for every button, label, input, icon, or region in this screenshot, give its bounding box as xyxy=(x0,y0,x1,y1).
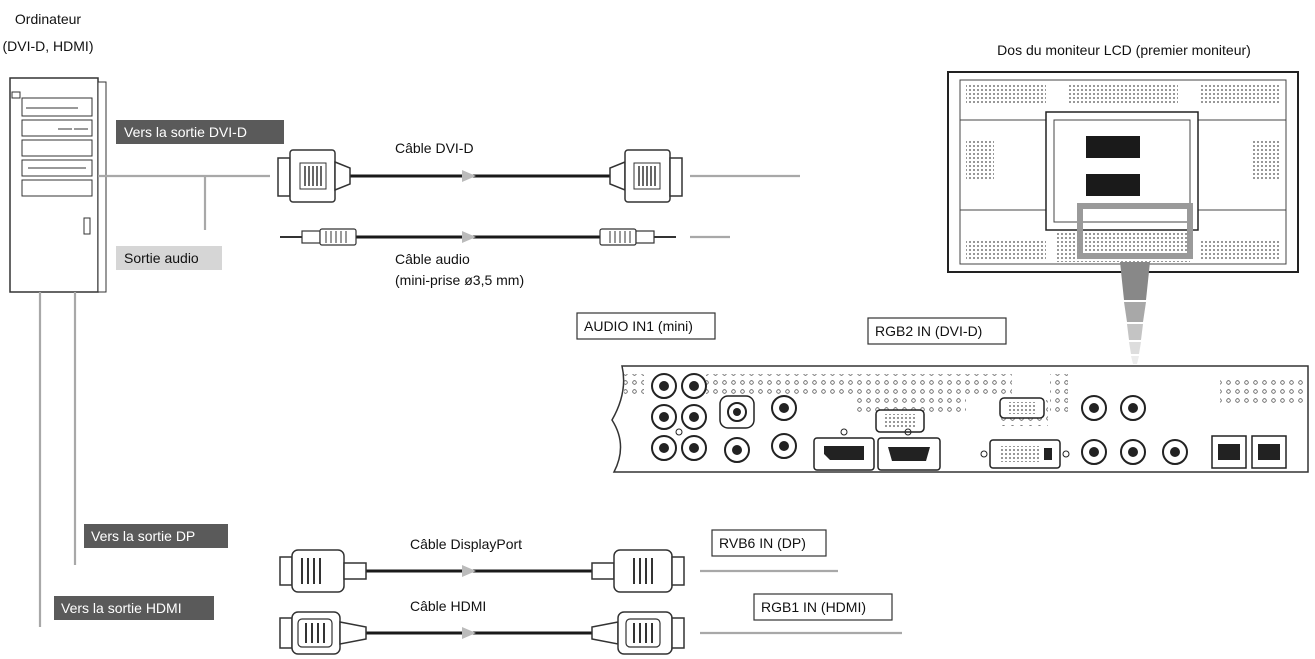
input-box-audio xyxy=(576,312,716,340)
cable-label-audio-line2: (mini-prise ø3,5 mm) xyxy=(395,272,524,288)
rca-cluster-right xyxy=(1081,395,1188,465)
label-bg-audio-out xyxy=(116,246,222,270)
wire-routing xyxy=(38,174,902,635)
input-box-rvb6 xyxy=(711,529,827,557)
hdmi-connector-left xyxy=(279,611,367,655)
label-bg-dvi-out xyxy=(116,120,284,144)
input-label-audio-in1: AUDIO IN1 (mini) xyxy=(584,318,693,334)
dp-connector-left xyxy=(279,549,367,593)
output-label-audio: Sortie audio xyxy=(124,250,199,266)
output-label-dp: Vers la sortie DP xyxy=(91,528,195,544)
hdmi-input-port xyxy=(877,428,941,471)
input-box-rgb2 xyxy=(867,317,1007,345)
label-bg-hdmi-out xyxy=(54,596,214,620)
input-label-rgb2: RGB2 IN (DVI-D) xyxy=(875,323,982,339)
dvi-connector-left xyxy=(277,149,351,203)
computer-title-line2: (DVI-D, HDMI) xyxy=(3,38,94,54)
dp-connector-right xyxy=(591,549,685,593)
hdmi-cable xyxy=(279,611,685,655)
cable-label-dvi: Câble DVI-D xyxy=(395,140,474,156)
connector-panel xyxy=(611,365,1309,473)
hdmi-connector-right xyxy=(591,611,685,655)
cable-label-hdmi: Câble HDMI xyxy=(410,598,486,614)
audio-cable xyxy=(280,228,676,246)
monitor-back-title: Dos du moniteur LCD (premier moniteur) xyxy=(997,42,1251,58)
label-bg-dp-out xyxy=(84,524,228,548)
displayport-cable xyxy=(279,549,685,593)
audio-plug-left xyxy=(280,228,357,246)
dp-input-port xyxy=(813,428,875,471)
audio-plug-right xyxy=(599,228,676,246)
output-label-dvi: Vers la sortie DVI-D xyxy=(124,124,247,140)
dvi-connector-right xyxy=(609,149,683,203)
dvi-input-port xyxy=(980,439,1070,469)
lan-ports xyxy=(1211,435,1287,469)
monitor-back-illustration xyxy=(947,71,1299,273)
zoom-beam xyxy=(1120,262,1150,364)
rca-cluster-left xyxy=(651,373,707,461)
input-box-rgb1 xyxy=(753,593,893,621)
cable-label-audio-line1: Câble audio xyxy=(395,251,470,267)
cable-label-dp: Câble DisplayPort xyxy=(410,536,522,552)
computer-title-line1: Ordinateur xyxy=(15,11,81,27)
dvi-cable xyxy=(277,149,683,203)
output-label-hdmi: Vers la sortie HDMI xyxy=(61,600,182,616)
computer-tower xyxy=(9,77,107,293)
input-label-rgb1: RGB1 IN (HDMI) xyxy=(761,599,866,615)
input-label-rvb6: RVB6 IN (DP) xyxy=(719,535,806,551)
